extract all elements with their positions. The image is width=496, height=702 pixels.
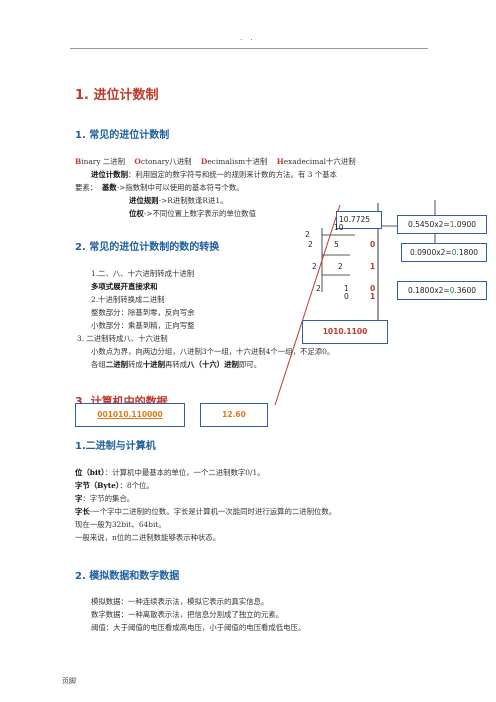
- mult-step-2-right: .1800: [456, 248, 478, 257]
- div-row-3-remainder: 0: [370, 284, 376, 293]
- convert-line-8: 各组二进制转成十进制再转成八（十六）进制即可。: [91, 360, 261, 369]
- definition-text: ：利用固定的数字符号和统一的规则来计数的方法。有 3 个基本: [127, 170, 337, 179]
- div-row-3-quotient: 1: [344, 284, 349, 293]
- definition-term: 进位计数制: [91, 170, 128, 179]
- mult-step-2-box: 0.0900x2=0.1800: [401, 243, 487, 262]
- base-text: ->指数制中可以使用的基本符号个数。: [116, 183, 244, 192]
- page-title: 1. 进位计数制: [75, 88, 159, 103]
- mult-step-2-left: 0.0900x2=: [409, 248, 452, 257]
- weight-text: ->不同位置上数字表示的单位数值: [143, 209, 256, 218]
- base-lead-b: B: [75, 157, 82, 166]
- mult-step-1-right: .0900: [454, 220, 476, 229]
- base-lead-d: D: [200, 157, 208, 166]
- mult-step-1-int: 1: [449, 220, 455, 229]
- div-row-1-divisor: 2: [308, 240, 313, 249]
- header-rule: [70, 48, 428, 49]
- header-dots: . .: [240, 34, 256, 42]
- div-row-2-quotient: 2: [338, 262, 343, 271]
- wordlength-term: 字长: [75, 507, 90, 516]
- wordlength-line-2: 现在一般为32bit、64bit。: [75, 520, 166, 529]
- div-row-3-divisor: 2: [316, 284, 321, 293]
- char-line: 字：字节的集合。: [75, 494, 134, 503]
- digital-line: 数字数据：一种离散表示法，把信息分割成了独立的元素。: [91, 610, 284, 619]
- mult-step-1-left: 0.5450x2=: [407, 220, 450, 229]
- convert-line-5: 小数部分：乘基到精，正向写整: [91, 321, 195, 330]
- convert-line-2: 多项式展开直接求和: [91, 282, 158, 291]
- div-row-0-divisor: 2: [305, 230, 310, 239]
- base-rest-b: inary 二进制: [81, 157, 126, 166]
- mult-step-3-box: 0.1800x2=0.3600: [397, 281, 487, 300]
- div-row-1-remainder: 0: [370, 240, 376, 249]
- mult-step-3-int: 0: [449, 286, 455, 295]
- convert-line-1: 1.二、八、十六进制转成十进制: [91, 269, 195, 278]
- subsection-binary-computer: 1.二进制与计算机: [75, 441, 156, 452]
- threshold-line: 阈值：大于阈值的电压看成高电压，小于阈值的电压看成低电压。: [91, 623, 306, 632]
- div-row-0-quotient: 10: [334, 223, 344, 232]
- div-row-4-quotient: 0: [344, 292, 349, 301]
- convert-line-4-text: 整数部分：除基到零，反向写余: [91, 308, 195, 317]
- mult-step-3-right: .3600: [454, 286, 476, 295]
- page-footer: 页脚: [62, 677, 76, 685]
- div-row-2-divisor: 2: [312, 262, 317, 271]
- bit-term: 位（bit）: [75, 468, 105, 477]
- mult-step-3-left: 0.1800x2=: [407, 286, 450, 295]
- last-mid2: 再转成: [164, 360, 188, 369]
- wordlength-line-3: 一般来说，n位的二进制数能够表示种状态。: [75, 533, 221, 542]
- last-oct: 八（十六）进制: [187, 360, 239, 369]
- octal-result-box: 12.60: [200, 403, 268, 427]
- decimal-value-box: 10.7725: [336, 211, 382, 229]
- grouped-binary-box: 001010.110000: [75, 403, 185, 427]
- mult-step-2-int: 0: [451, 248, 457, 257]
- mult-step-1-box: 0.5450x2=1.0900: [397, 215, 487, 234]
- rule-term: 进位规则: [129, 196, 159, 205]
- section-heading-2: 2. 常见的进位计数制的数的转换: [75, 242, 220, 253]
- weight-term: 位权: [129, 209, 144, 218]
- char-text: ：字节的集合。: [82, 494, 135, 503]
- bit-line: 位（bit）：计算机中最基本的单位，一个二进制数字0/1。: [75, 468, 265, 477]
- last-prefix: 各组: [91, 360, 106, 369]
- last-dec: 十进制: [142, 360, 165, 369]
- last-bin: 二进制: [105, 360, 128, 369]
- wordlength-text: -一个字中二进制的位数。字长是计算机一次能同时进行运算的二进制位数。: [89, 507, 337, 516]
- byte-term: 字节（Byte）: [75, 481, 120, 490]
- byte-text: ：8个位。: [119, 481, 154, 490]
- bases-line: Binary 二进制 Octonary八进制 Decimalism十进制 Hex…: [75, 157, 356, 166]
- section-heading-4: 2. 模拟数据和数字数据: [75, 571, 180, 582]
- div-row-2-remainder: 1: [370, 262, 376, 271]
- last-mid: 转成: [127, 360, 143, 369]
- byte-line: 字节（Byte）：8个位。: [75, 481, 154, 490]
- analog-line: 模拟数据：一种连续表示法，模拟它表示的真实信息。: [91, 597, 269, 606]
- weight-line: 位权->不同位置上数字表示的单位数值: [129, 209, 256, 218]
- div-row-4-remainder: 1: [370, 292, 376, 301]
- wordlength-line: 字长-一个字中二进制的位数。字长是计算机一次能同时进行运算的二进制位数。: [75, 507, 336, 516]
- definition-line: 进位计数制：利用固定的数字符号和统一的规则来计数的方法。有 3 个基本: [91, 170, 337, 179]
- last-end: 即可。: [238, 360, 262, 369]
- convert-line-6: 3. 二进制转成八、十六进制: [77, 334, 168, 343]
- convert-line-4: 整数部分：除基到零，反向写余: [91, 308, 194, 317]
- base-rest-o: ctonary八进制: [140, 157, 192, 166]
- bit-text: ：计算机中最基本的单位，一个二进制数字0/1。: [104, 468, 265, 477]
- convert-line-3: 2.十进制转换成二进制: [91, 295, 165, 304]
- base-rest-h: exadecimal十六进制: [283, 157, 356, 166]
- base-lead-h: H: [276, 157, 284, 166]
- rule-line: 进位规则->R进制数逢R进1。: [129, 196, 227, 205]
- section-heading-1: 1. 常见的进位计数制: [75, 130, 170, 141]
- base-term: 基数: [101, 183, 117, 192]
- base-lead-o: O: [134, 157, 141, 166]
- char-term: 字: [75, 494, 83, 503]
- elements-label: 要素：: [75, 183, 98, 192]
- elements-line: 要素： 基数->指数制中可以使用的基本符号个数。: [75, 183, 244, 192]
- convert-line-7: 小数点为界，向两边分组，八进制3个一组，十六进制4个一组，不足添0。: [91, 347, 335, 356]
- base-rest-d: ecimalism十进制: [207, 157, 268, 166]
- div-row-1-quotient: 5: [334, 240, 339, 249]
- binary-result-box: 1010.1100: [302, 320, 388, 344]
- rule-text: ->R进制数逢R进1。: [158, 196, 228, 205]
